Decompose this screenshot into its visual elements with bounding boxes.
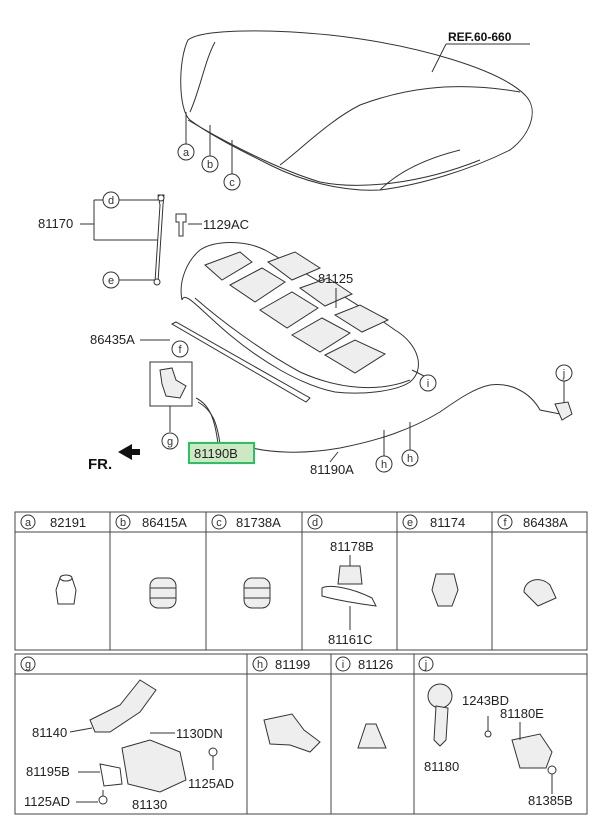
cell-a-part: 82191 xyxy=(50,515,86,530)
callout-d-letter: d xyxy=(108,195,114,207)
cell-e-letter: e xyxy=(407,517,413,529)
release-handle xyxy=(554,401,573,421)
cell-j-part-81180E: 81180E xyxy=(500,706,544,721)
label-81190A: 81190A xyxy=(310,462,354,477)
cell-g-part-1130DN: 1130DN xyxy=(176,726,223,741)
stay-rod xyxy=(154,194,165,283)
callout-b xyxy=(201,155,219,173)
table-cell-e: e 81174 xyxy=(402,514,465,607)
ref-label: REF.60-660 xyxy=(448,30,512,44)
cell-j-part-81180: 81180 xyxy=(424,759,459,774)
label-81125: 81125 xyxy=(318,271,353,286)
callout-c xyxy=(223,173,241,191)
table-cell-c: c 81738A xyxy=(211,514,281,609)
cell-i-part: 81126 xyxy=(358,657,393,672)
table-cell-b: b 86415A xyxy=(115,514,187,609)
cell-b-part: 86415A xyxy=(142,515,187,530)
front-arrow-icon xyxy=(118,444,140,460)
cell-g-part-81130: 81130 xyxy=(132,797,167,812)
cell-i-letter: i xyxy=(342,659,344,671)
cell-c-letter: c xyxy=(216,517,222,529)
cell-f-part: 86438A xyxy=(523,515,568,530)
callout-j-letter: j xyxy=(562,368,565,380)
label-81170: 81170 xyxy=(38,216,73,231)
table-cell-g: g 81140 1130DN 81195B 1125AD 1125AD 8113… xyxy=(20,656,234,812)
cell-j-part-1243BD: 1243BD xyxy=(462,693,509,708)
callout-i-letter: i xyxy=(427,378,429,390)
cell-b-letter: b xyxy=(120,517,126,529)
table-cell-h: h 81199 xyxy=(252,656,321,753)
bolt-1129AC xyxy=(175,213,187,237)
cell-f-letter: f xyxy=(503,517,507,529)
callout-h-1-letter: h xyxy=(381,459,387,471)
hood-insulator xyxy=(180,242,419,394)
callout-e-letter: e xyxy=(108,275,114,287)
hood-panel xyxy=(180,30,533,191)
highlight-81190B[interactable] xyxy=(188,442,255,464)
cell-d-letter: d xyxy=(312,517,318,529)
cell-e-part: 81174 xyxy=(430,515,465,530)
callout-h-1 xyxy=(375,455,393,473)
table-cell-f: f 86438A xyxy=(497,514,568,607)
cell-d-part-bottom: 81161C xyxy=(328,632,373,647)
callout-c-letter: c xyxy=(229,177,235,189)
cell-j-letter: j xyxy=(424,659,427,671)
table-cell-d: d 81178B 81161C xyxy=(307,514,377,647)
label-81190B[interactable]: 81190B xyxy=(194,446,238,461)
callout-h-2 xyxy=(401,449,419,467)
label-86435A: 86435A xyxy=(90,332,135,347)
callout-g xyxy=(161,432,179,450)
callout-h-2-letter: h xyxy=(407,453,413,465)
callout-i xyxy=(419,374,437,392)
cell-g-part-81195B: 81195B xyxy=(26,764,70,779)
cell-g-part-81140: 81140 xyxy=(32,725,67,740)
callout-f xyxy=(171,340,189,358)
table-cell-a: a 82191 xyxy=(20,514,86,605)
seal-strip xyxy=(170,321,311,403)
cell-j-part-81385B: 81385B xyxy=(528,793,573,808)
callout-a xyxy=(177,143,195,161)
callout-g-letter: g xyxy=(167,436,173,448)
table-cell-j: j 1243BD 81180E 81180 81385B xyxy=(418,656,573,808)
cell-c-part: 81738A xyxy=(236,515,281,530)
callout-a-letter: a xyxy=(183,147,190,159)
cell-a-letter: a xyxy=(25,517,32,529)
table-cell-i: i 81126 xyxy=(335,656,393,749)
cell-h-letter: h xyxy=(257,659,263,671)
cell-g-letter: g xyxy=(25,659,31,671)
callout-b-letter: b xyxy=(207,159,213,171)
cell-h-part: 81199 xyxy=(275,657,310,672)
front-label: FR. xyxy=(88,456,112,473)
callout-f-letter: f xyxy=(178,344,182,356)
parts-table xyxy=(14,511,588,815)
cell-g-part-1125AD-left: 1125AD xyxy=(24,794,70,809)
cell-d-part-top: 81178B xyxy=(330,539,374,554)
cell-g-part-1125AD-right: 1125AD xyxy=(188,776,234,791)
label-1129AC: 1129AC xyxy=(203,217,249,232)
